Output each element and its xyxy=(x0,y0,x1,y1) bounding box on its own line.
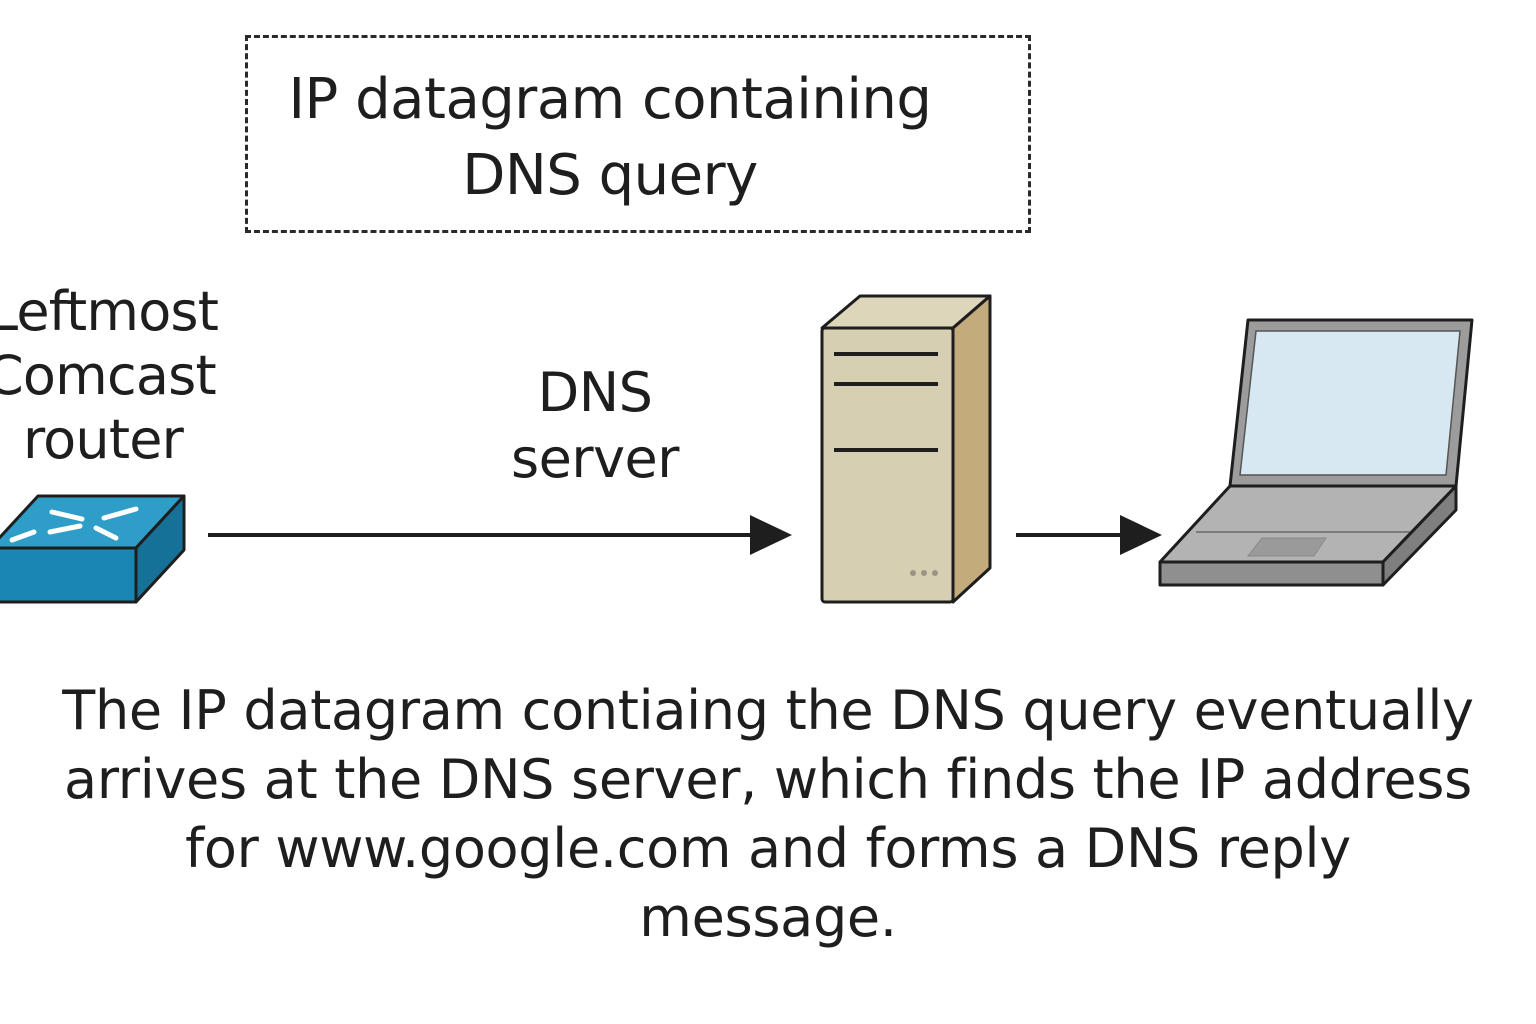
arrowhead-router-to-server xyxy=(750,515,792,555)
server-icon xyxy=(820,294,992,604)
laptop-screen xyxy=(1239,330,1461,476)
datagram-box xyxy=(245,35,1031,233)
router-label-line2: Comcast xyxy=(0,344,217,407)
router-icon xyxy=(0,494,186,604)
caption: The IP datagram contiaing the DNS query … xyxy=(40,676,1496,952)
caption-line2: arrives at the DNS server, which finds t… xyxy=(64,748,1472,811)
router-side-face xyxy=(134,494,186,604)
router-label-line3: router xyxy=(22,408,184,471)
dns-server-label: DNS server xyxy=(500,360,690,492)
caption-line4: message. xyxy=(639,886,897,949)
arrowhead-server-to-laptop xyxy=(1120,515,1162,555)
server-side-face xyxy=(951,294,992,604)
router-label: Leftmost Comcast router xyxy=(0,280,219,472)
laptop-front-edge xyxy=(1158,560,1385,587)
dns-server-label-line2: server xyxy=(511,427,679,490)
datagram-label: IP datagram containing DNS query xyxy=(245,62,975,214)
datagram-label-line1: IP datagram containing xyxy=(288,67,932,132)
laptop-side-edge xyxy=(1381,484,1458,587)
server-front-face xyxy=(820,326,955,604)
laptop-icon xyxy=(1158,318,1474,587)
datagram-label-line2: DNS query xyxy=(462,143,758,208)
laptop-touchpad xyxy=(1246,537,1327,557)
caption-line3: for www.google.com and forms a DNS reply xyxy=(185,817,1351,880)
router-front-face xyxy=(0,546,138,604)
dns-server-label-line1: DNS xyxy=(537,361,653,424)
caption-line1: The IP datagram contiaing the DNS query … xyxy=(62,679,1474,742)
router-label-line1: Leftmost xyxy=(0,280,219,343)
